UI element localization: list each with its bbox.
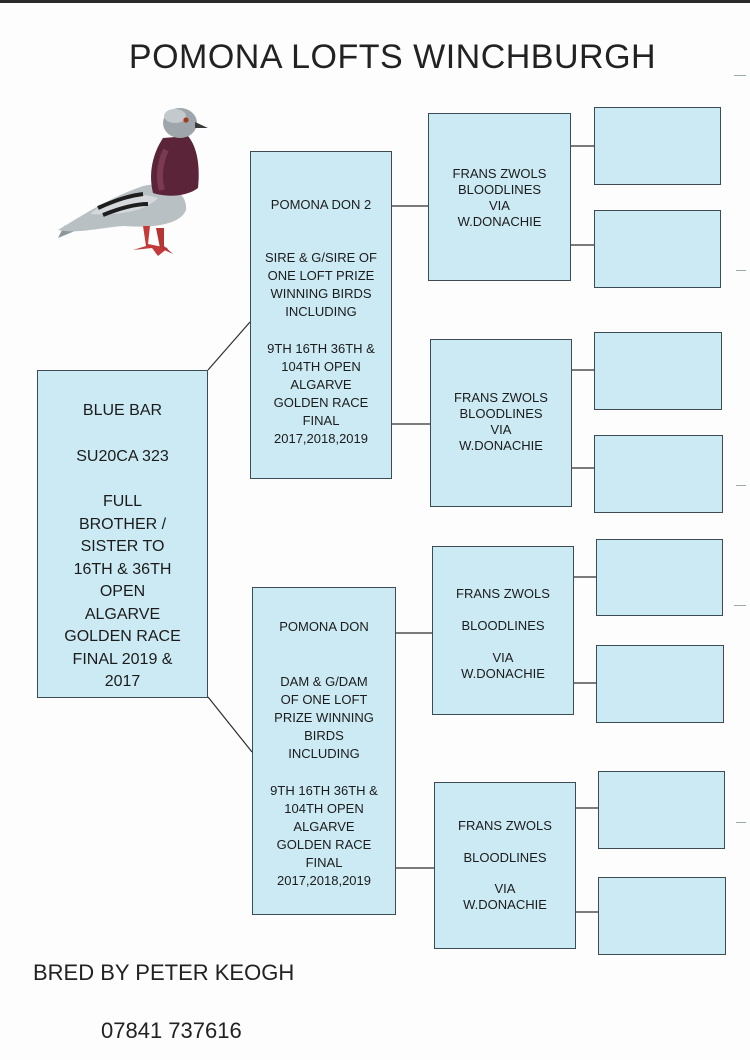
dam-result-line: FINAL — [305, 855, 343, 870]
main-bird-name: BLUE BAR — [82, 402, 163, 419]
phone-number: 07841 737616 — [101, 1018, 242, 1043]
main-bird-desc-line: OPEN — [99, 583, 146, 600]
grandparent-line4: W.DONACHIE — [463, 897, 547, 912]
dam-desc-line: INCLUDING — [288, 746, 360, 761]
grandparent-box-sire-sire: FRANS ZWOLS BLOODLINES VIA W.DONACHIE — [428, 113, 571, 281]
sire-desc-line: ONE LOFT PRIZE — [267, 268, 375, 283]
scan-mark — [734, 605, 746, 606]
dam-result-line: ALGARVE — [293, 819, 355, 834]
grandparent-line3: VIA — [492, 650, 514, 665]
main-bird-desc-line: FINAL 2019 & — [72, 650, 173, 668]
main-bird-desc-line: 16TH & 36TH — [73, 560, 172, 578]
dam-result-line: GOLDEN RACE — [276, 837, 372, 852]
dam-result-line: 2017,2018,2019 — [277, 873, 371, 888]
sire-result-line: FINAL — [302, 413, 340, 428]
grandparent-line1: FRANS ZWOLS — [458, 818, 552, 833]
grandparent-line2: BLOODLINES — [461, 618, 545, 633]
main-bird-box: BLUE BAR SU20CA 323 FULL BROTHER / SISTE… — [37, 370, 208, 698]
page-top-edge — [0, 0, 750, 3]
great-grandparent-box — [594, 107, 721, 185]
great-grandparent-box — [598, 771, 725, 849]
bred-by-label: BRED BY PETER KEOGH — [33, 960, 295, 985]
grandparent-box-dam-sire: FRANS ZWOLS BLOODLINES VIA W.DONACHIE — [432, 546, 574, 715]
dam-result-line: 9TH 16TH 36TH & — [270, 783, 378, 798]
grandparent-line3: VIA — [490, 422, 512, 437]
scan-mark — [734, 75, 746, 76]
dam-box: POMONA DON DAM & G/DAM OF ONE LOFT PRIZE… — [252, 587, 396, 915]
grandparent-line4: W.DONACHIE — [461, 666, 545, 681]
main-bird-desc-line: BROTHER / — [78, 515, 167, 533]
sire-result-line: 104TH OPEN — [281, 359, 361, 374]
main-bird-desc-line: 2017 — [104, 673, 141, 690]
grandparent-line2: BLOODLINES — [457, 182, 542, 197]
page-title: POMONA LOFTS WINCHBURGH — [128, 38, 657, 76]
great-grandparent-box — [598, 877, 726, 955]
main-bird-ring: SU20CA 323 — [76, 448, 169, 465]
great-grandparent-box — [594, 210, 721, 288]
sire-desc-line: WINNING BIRDS — [270, 286, 372, 301]
great-grandparent-box — [594, 435, 723, 513]
dam-name: POMONA DON — [279, 619, 369, 634]
dam-result-line: 104TH OPEN — [284, 801, 364, 816]
dam-desc-line: BIRDS — [304, 728, 344, 743]
grandparent-line1: FRANS ZWOLS — [452, 166, 547, 181]
scan-mark — [736, 822, 746, 823]
grandparent-line3: VIA — [494, 881, 516, 896]
grandparent-box-dam-dam: FRANS ZWOLS BLOODLINES VIA W.DONACHIE — [434, 782, 576, 949]
grandparent-line4: W.DONACHIE — [457, 214, 542, 229]
grandparent-line1: FRANS ZWOLS — [456, 586, 550, 601]
grandparent-line1: FRANS ZWOLS — [454, 390, 548, 405]
sire-name: POMONA DON 2 — [270, 197, 372, 212]
sire-result-line: 2017,2018,2019 — [274, 431, 368, 446]
dam-desc-line: DAM & G/DAM — [280, 674, 368, 689]
sire-result-line: 9TH 16TH 36TH & — [267, 341, 375, 356]
great-grandparent-box — [596, 539, 723, 616]
sire-result-line: ALGARVE — [290, 377, 352, 392]
great-grandparent-box — [594, 332, 722, 410]
grandparent-line3: VIA — [489, 198, 510, 213]
main-bird-desc-line: ALGARVE — [84, 605, 161, 623]
grandparent-line2: BLOODLINES — [459, 406, 543, 421]
sire-result-line: GOLDEN RACE — [273, 395, 369, 410]
scan-mark — [736, 270, 746, 271]
sire-desc-line: INCLUDING — [285, 304, 357, 319]
dam-desc-line: PRIZE WINNING — [274, 710, 374, 725]
sire-box: POMONA DON 2 SIRE & G/SIRE OF ONE LOFT P… — [250, 151, 392, 479]
main-bird-desc-line: FULL — [102, 493, 143, 510]
dam-desc-line: OF ONE LOFT — [280, 692, 368, 707]
pigeon-illustration — [58, 108, 208, 256]
grandparent-line4: W.DONACHIE — [459, 438, 543, 453]
main-bird-desc-line: GOLDEN RACE — [64, 628, 181, 645]
scan-mark — [736, 485, 746, 486]
main-bird-desc-line: SISTER TO — [80, 538, 165, 555]
grandparent-line2: BLOODLINES — [463, 850, 547, 865]
sire-desc-line: SIRE & G/SIRE OF — [265, 250, 377, 265]
great-grandparent-box — [596, 645, 724, 723]
grandparent-box-sire-dam: FRANS ZWOLS BLOODLINES VIA W.DONACHIE — [430, 339, 572, 507]
